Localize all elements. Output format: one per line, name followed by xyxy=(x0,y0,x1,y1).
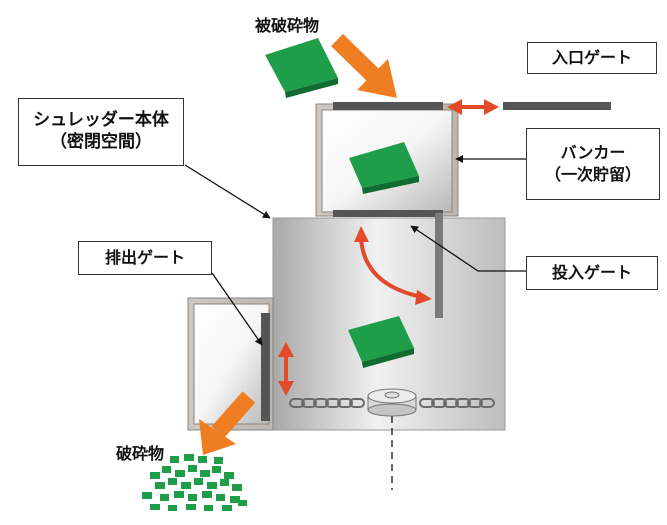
shredder-body-label: シュレッダー本体 （密閉空間） xyxy=(18,98,184,166)
feed-gate-bars xyxy=(333,210,443,318)
input-flow-arrow xyxy=(331,33,397,98)
shredder-body-label-line2: （密閉空間） xyxy=(50,132,152,152)
input-material-label: 被破砕物 xyxy=(255,16,320,35)
output-flow-arrow xyxy=(199,391,256,455)
entry-gate-motion-arrow xyxy=(447,99,499,115)
shredder-block xyxy=(348,316,414,368)
bunker-label-line2: （一次貯留） xyxy=(544,165,641,184)
feed-gate-label: 投入ゲート xyxy=(526,256,658,290)
rotor-disc xyxy=(367,388,417,417)
entry-gate-label: 入口ゲート xyxy=(527,42,657,74)
entry-gate-bars xyxy=(333,102,611,110)
leader-lines xyxy=(184,155,526,346)
bunker-block xyxy=(349,142,419,194)
crushed-output-label: 破砕物 xyxy=(116,444,165,463)
shredder-body-label-line1: シュレッダー本体 xyxy=(33,110,169,130)
discharge-gate-label: 排出ゲート xyxy=(78,241,212,275)
discharge-gate-motion-arrow xyxy=(278,342,294,396)
shredder-chain xyxy=(289,398,495,408)
bunker-label: バンカー （一次貯留） xyxy=(526,128,660,200)
feed-gate-motion-arrow xyxy=(354,226,432,305)
bunker-label-line1: バンカー xyxy=(560,143,626,162)
input-block xyxy=(265,38,338,98)
crushed-pile xyxy=(142,454,247,511)
discharge-gate-bar xyxy=(261,313,270,421)
